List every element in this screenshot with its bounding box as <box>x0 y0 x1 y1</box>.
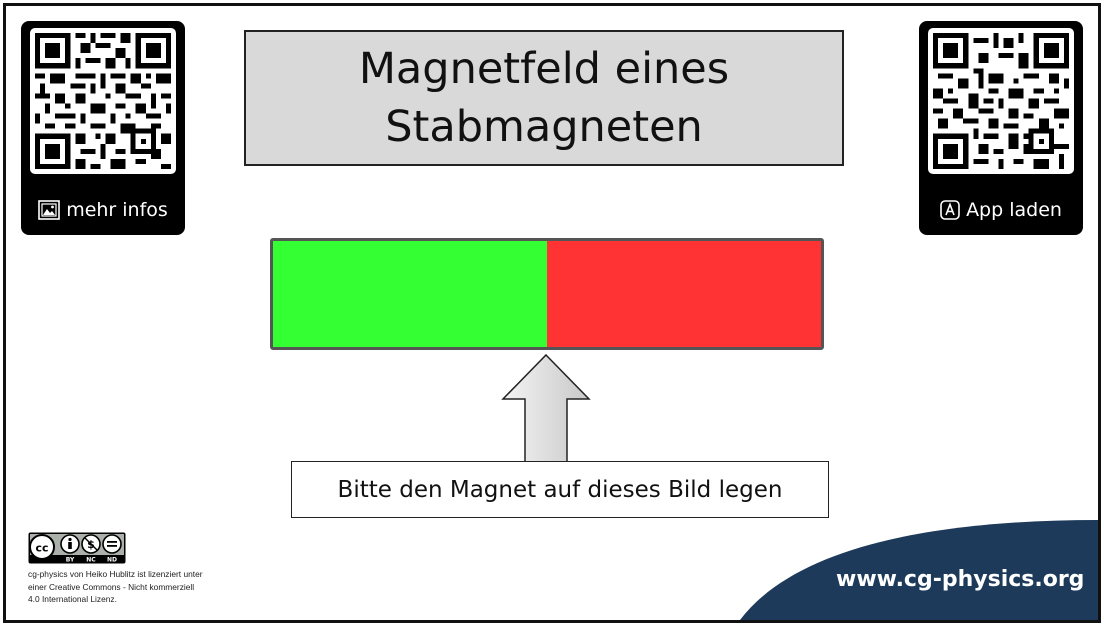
page-title-line-2: Stabmagneten <box>385 102 703 152</box>
image-icon <box>38 200 60 220</box>
cc-badge-cc: cc <box>35 542 48 555</box>
qr-code-app-download[interactable] <box>928 28 1074 174</box>
cc-badge-nd: ND <box>107 557 117 564</box>
qr-code-more-info[interactable] <box>30 28 176 174</box>
app-download-label: App laden <box>966 199 1062 221</box>
license-line-2: einer Creative Commons - Nicht kommerzie… <box>28 581 195 592</box>
instruction-text: Bitte den Magnet auf dieses Bild legen <box>337 476 783 503</box>
page-title: Magnetfeld eines Stabmagneten <box>244 30 844 166</box>
qr-caption-more-info: mehr infos <box>21 199 185 221</box>
magnet-pole-red <box>547 241 821 347</box>
page-title-text: Magnetfeld eines Stabmagneten <box>334 40 754 156</box>
website-link[interactable]: www.cg-physics.org <box>836 567 1085 592</box>
app-store-icon <box>940 200 960 220</box>
instruction-box: Bitte den Magnet auf dieses Bild legen <box>291 461 829 518</box>
qr-card-app-download[interactable]: App laden <box>919 21 1083 235</box>
cc-badge-nc: NC <box>86 557 96 564</box>
license-line-1: cg-physics von Heiko Hublitz ist lizenzi… <box>28 569 203 579</box>
license-text: cg-physics von Heiko Hublitz ist lizenzi… <box>28 568 248 606</box>
bar-magnet <box>270 238 824 350</box>
magnet-pole-green <box>273 241 547 347</box>
footer-wave <box>740 520 1098 620</box>
license-line-3: 4.0 International Lizenz. <box>28 594 117 604</box>
page-title-line-1: Magnetfeld eines <box>358 44 730 94</box>
cc-license-badge-icon[interactable]: cc $ BY NC ND <box>28 532 126 564</box>
cc-badge-by: BY <box>66 557 75 564</box>
qr-card-more-info[interactable]: mehr infos <box>21 21 185 235</box>
slide-frame: mehr infos App laden Magnetfeld eines <box>3 3 1101 623</box>
more-info-label: mehr infos <box>66 199 168 221</box>
qr-caption-app-download: App laden <box>919 199 1083 221</box>
